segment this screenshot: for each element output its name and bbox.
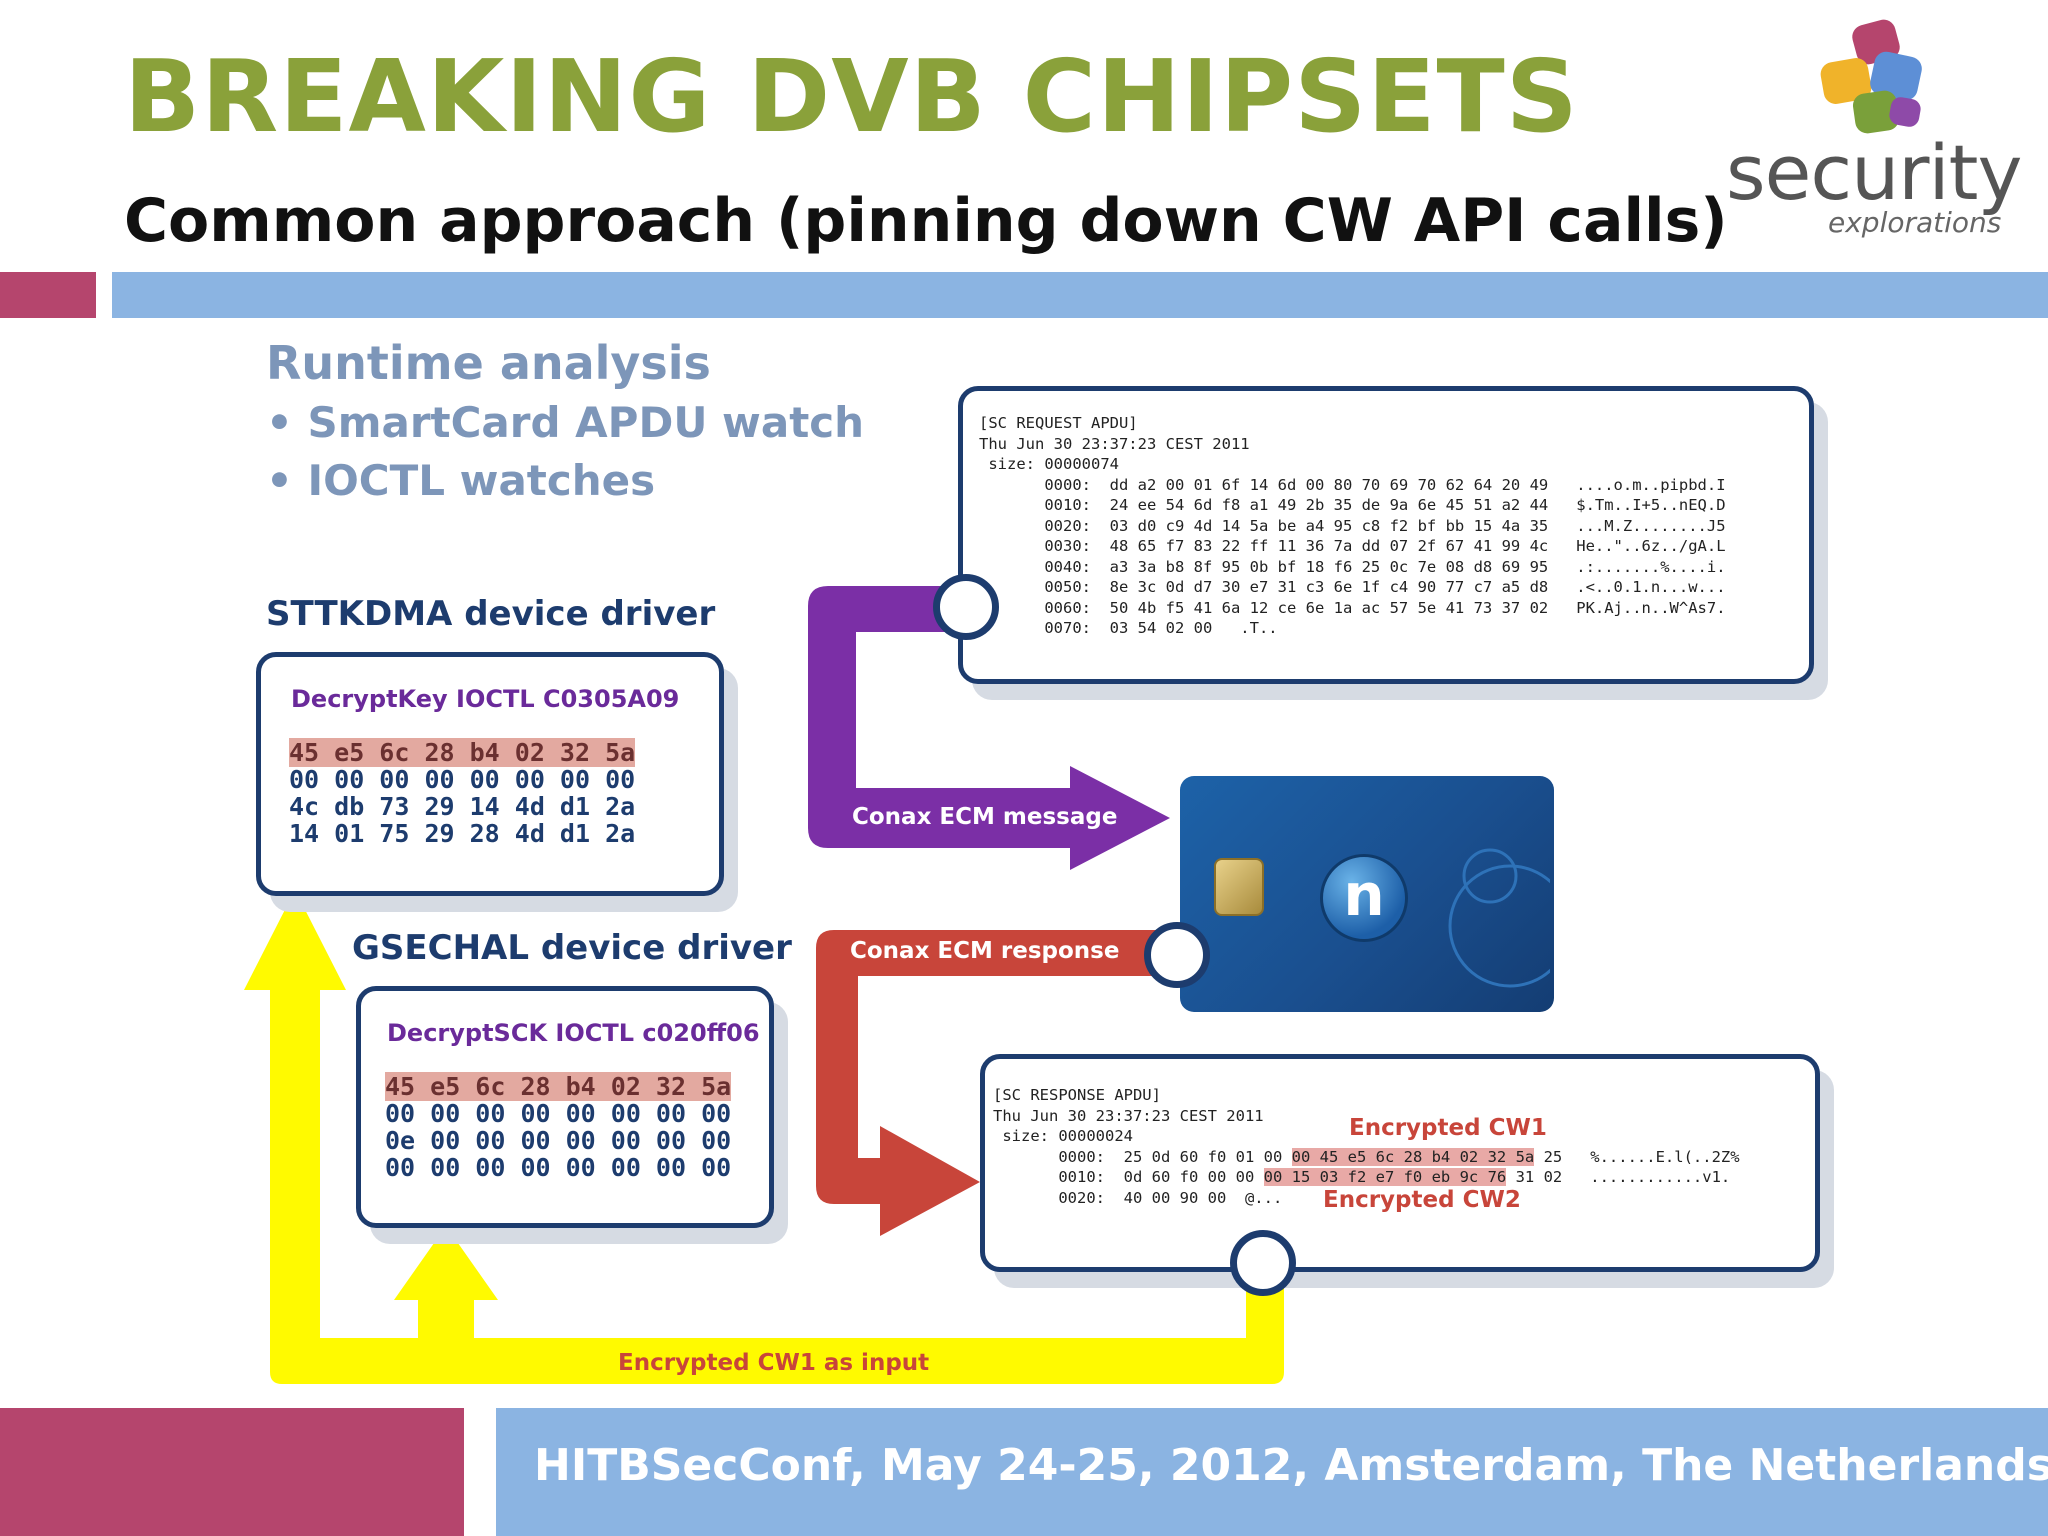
cw1-connector-circle <box>1230 1230 1296 1296</box>
runtime-heading: Runtime analysis <box>266 336 711 390</box>
top-accent-blue <box>112 272 2048 318</box>
top-accent-pink <box>0 272 96 318</box>
request-apdu-dump: [SC REQUEST APDU] Thu Jun 30 23:37:23 CE… <box>979 414 1726 637</box>
label-ecm-response: Conax ECM response <box>850 938 1120 964</box>
response-connector-circle <box>1144 922 1210 988</box>
label-ecm-message: Conax ECM message <box>852 804 1118 830</box>
label-cw1-input: Encrypted CW1 as input <box>618 1350 930 1376</box>
red-ecm-response-arrow <box>816 930 1170 1236</box>
gsechal-row: 0e 00 00 00 00 00 00 00 <box>385 1126 732 1155</box>
cw2-highlight: 00 15 03 f2 e7 f0 eb 9c 76 <box>1263 1168 1507 1186</box>
sttkdma-row: 14 01 75 29 28 4d d1 2a <box>289 819 636 848</box>
card-decoration <box>1448 848 1550 988</box>
slide-title: BREAKING DVB CHIPSETS <box>124 38 1579 155</box>
sttkdma-row-highlighted: 45 e5 6c 28 b4 02 32 5a <box>289 738 636 767</box>
bullet-ioctl-watches: • IOCTL watches <box>266 456 656 505</box>
sttkdma-row: 4c db 73 29 14 4d d1 2a <box>289 792 636 821</box>
sttkdma-row: 00 00 00 00 00 00 00 00 <box>289 765 636 794</box>
label-encrypted-cw1: Encrypted CW1 <box>1349 1115 1547 1141</box>
gsechal-ioctl-title: DecryptSCK IOCTL c020ff06 <box>387 1019 760 1047</box>
logo-subtext: explorations <box>1828 206 2002 239</box>
card-logo: n <box>1320 854 1408 942</box>
request-connector-circle <box>933 574 999 640</box>
gsechal-row-highlighted: 45 e5 6c 28 b4 02 32 5a <box>385 1072 732 1101</box>
request-apdu-box: [SC REQUEST APDU] Thu Jun 30 23:37:23 CE… <box>958 386 1814 684</box>
sttkdma-ioctl-box: DecryptKey IOCTL C0305A09 45 e5 6c 28 b4… <box>256 652 724 896</box>
response-apdu-dump: [SC RESPONSE APDU] Thu Jun 30 23:37:23 C… <box>993 1086 1740 1207</box>
gsechal-title: GSECHAL device driver <box>352 928 792 968</box>
bullet-apdu-watch: • SmartCard APDU watch <box>266 398 865 447</box>
cw1-highlight: 00 45 e5 6c 28 b4 02 32 5a <box>1291 1147 1535 1166</box>
smartcard-image: n <box>1180 776 1554 1012</box>
chip-icon <box>1214 858 1264 916</box>
sttkdma-title: STTKDMA device driver <box>266 594 716 634</box>
sttkdma-hex-dump: 45 e5 6c 28 b4 02 32 5a 00 00 00 00 00 0… <box>289 738 636 848</box>
gsechal-ioctl-box: DecryptSCK IOCTL c020ff06 45 e5 6c 28 b4… <box>356 986 774 1228</box>
footer-accent-pink <box>0 1408 464 1536</box>
gsechal-row: 00 00 00 00 00 00 00 00 <box>385 1153 732 1182</box>
label-encrypted-cw2: Encrypted CW2 <box>1323 1187 1521 1213</box>
purple-ecm-message-arrow <box>808 586 1170 870</box>
gsechal-row: 00 00 00 00 00 00 00 00 <box>385 1099 732 1128</box>
logo-wordmark: security <box>1726 128 2022 217</box>
sttkdma-ioctl-title: DecryptKey IOCTL C0305A09 <box>291 685 680 713</box>
response-apdu-box: Encrypted CW1 [SC RESPONSE APDU] Thu Jun… <box>980 1054 1820 1272</box>
footer-bar <box>496 1408 2048 1536</box>
security-explorations-logo <box>1820 19 1922 134</box>
slide-subtitle: Common approach (pinning down CW API cal… <box>124 186 1728 256</box>
puzzle-logo-icon <box>1820 19 1922 134</box>
gsechal-hex-dump: 45 e5 6c 28 b4 02 32 5a 00 00 00 00 00 0… <box>385 1072 732 1182</box>
footer-text: HITBSecConf, May 24-25, 2012, Amsterdam,… <box>534 1440 2048 1491</box>
